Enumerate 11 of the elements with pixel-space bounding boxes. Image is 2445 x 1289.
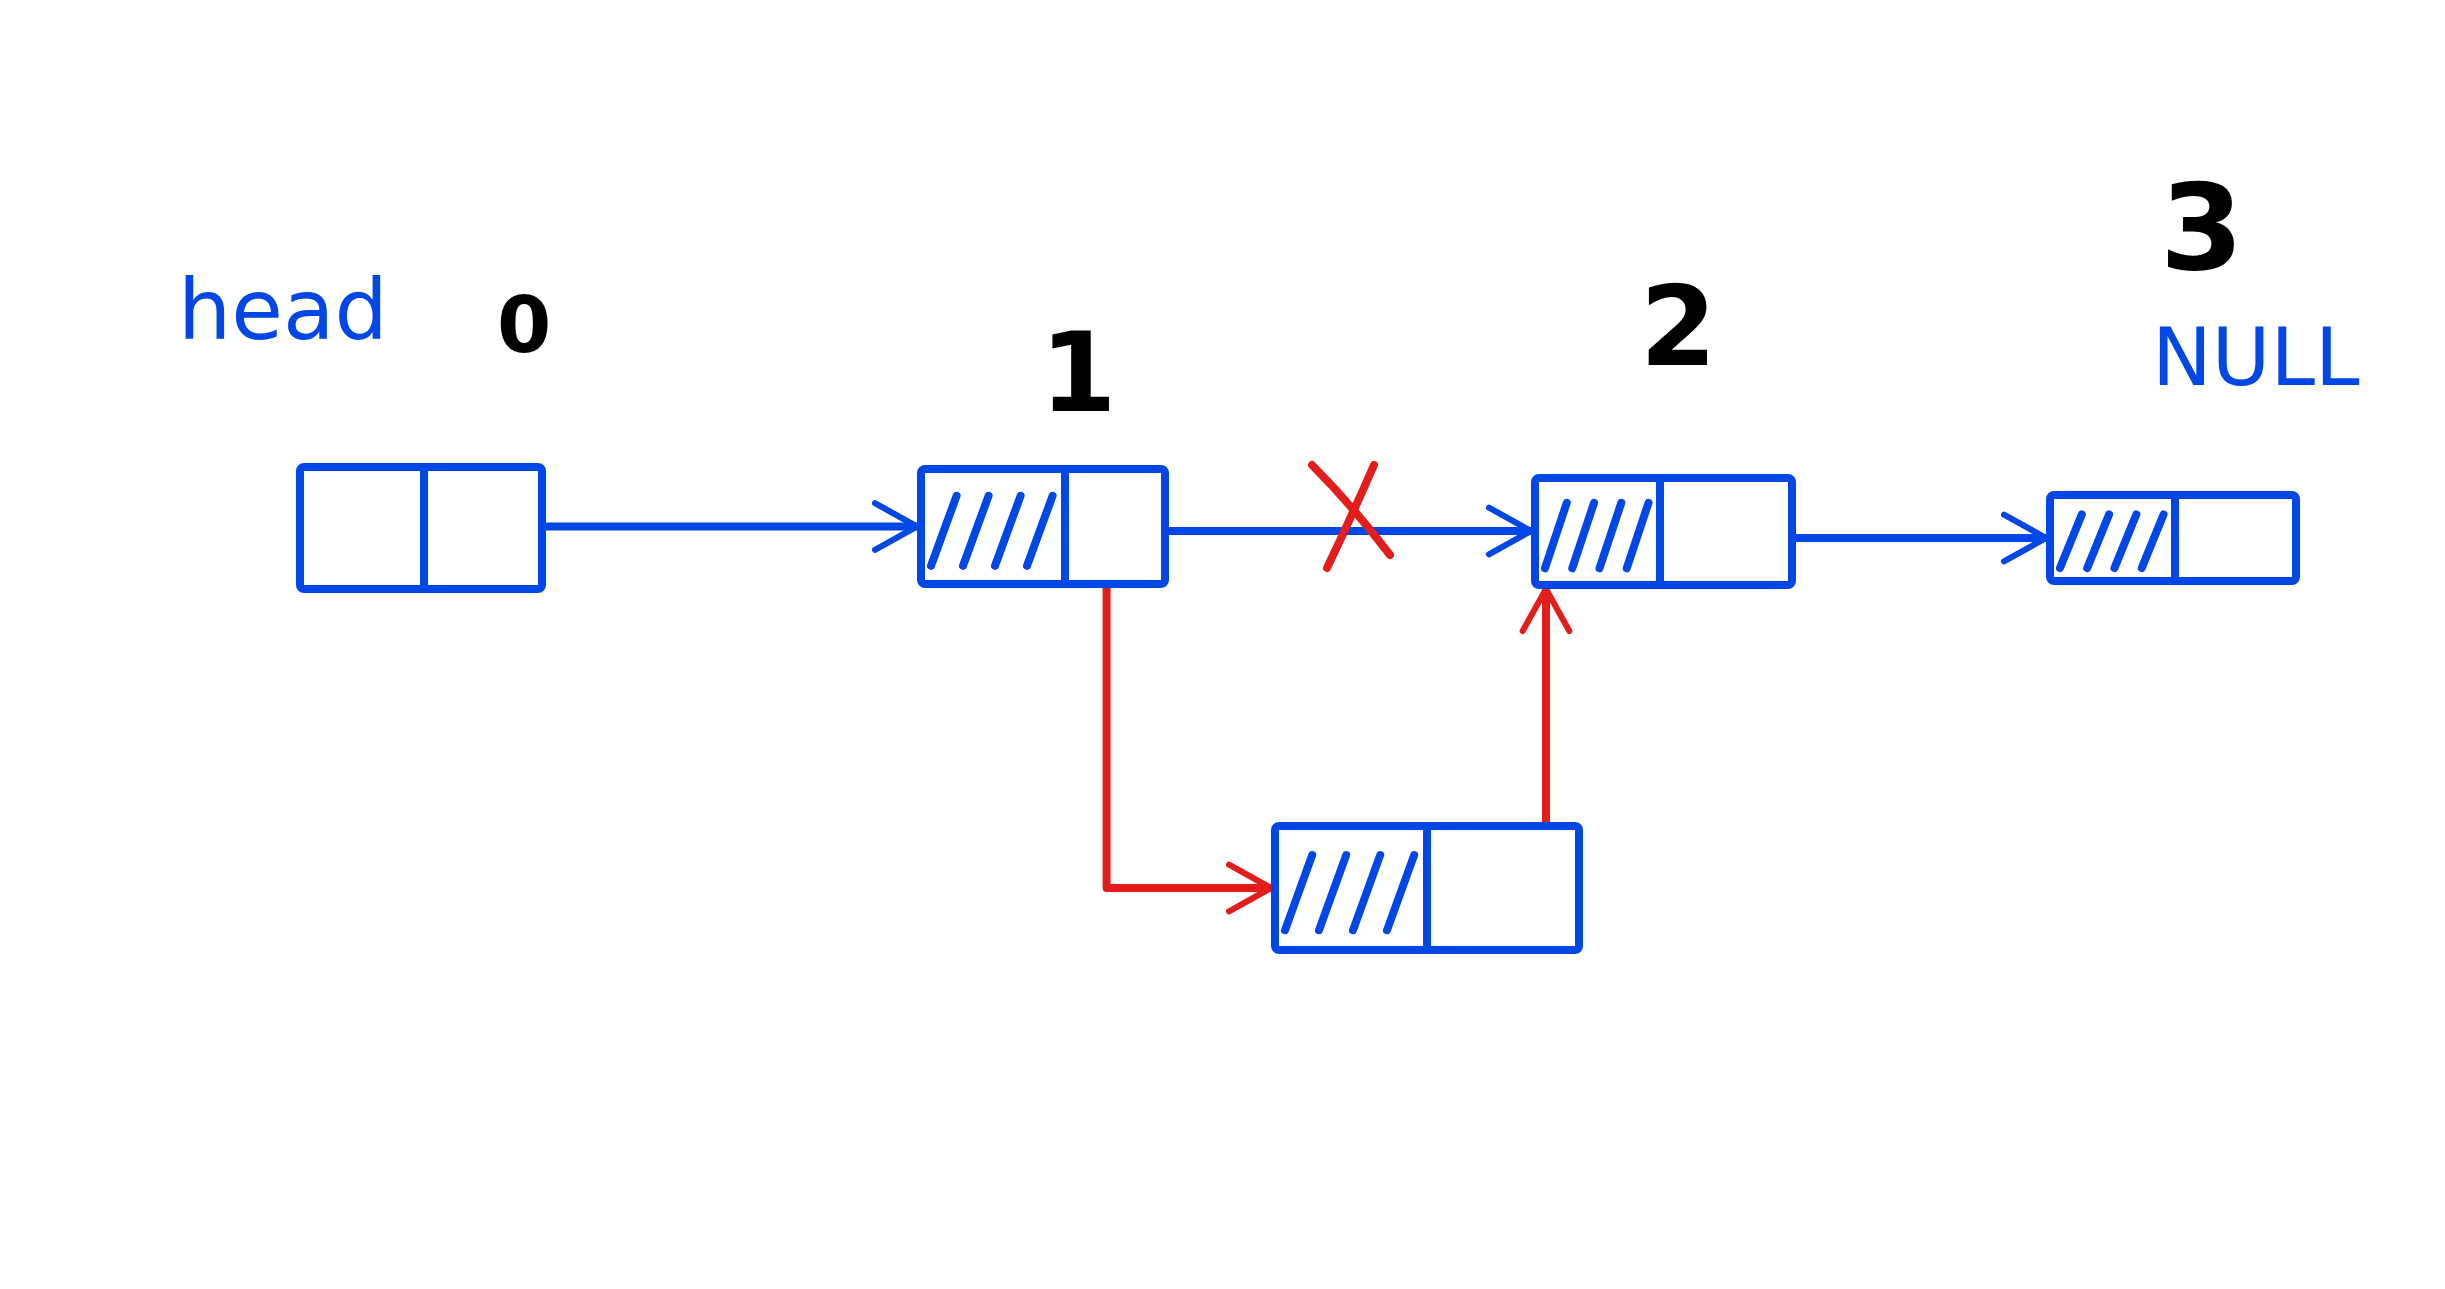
- linked-list-node: [917, 465, 1169, 588]
- index-label: 1: [1040, 318, 1117, 428]
- linked-list-node: [2046, 491, 2300, 585]
- index-label: 0: [497, 286, 552, 364]
- index-label: 2: [1640, 272, 1717, 382]
- linked-list-node: [296, 463, 546, 593]
- index-label: 3: [2160, 168, 2244, 288]
- pointer-name-label: head: [178, 268, 388, 352]
- linked-list-node: [1531, 474, 1796, 589]
- linked-list-node: [1271, 822, 1583, 954]
- null-label: NULL: [2152, 318, 2360, 398]
